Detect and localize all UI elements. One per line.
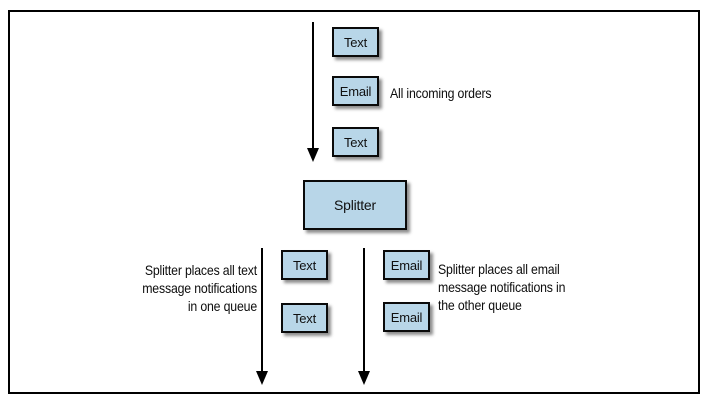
incoming-message-box-text-2: Text (332, 127, 379, 157)
caption-line: message notifications in (438, 279, 566, 295)
caption-line: Splitter places all text (144, 262, 257, 278)
email-queue-message-box-2: Email (383, 302, 430, 332)
text-queue-message-box-2: Text (281, 303, 328, 333)
caption-line: the other queue (438, 297, 522, 313)
email-queue-caption: Splitter places all email message notifi… (438, 260, 592, 314)
down-arrow-icon (256, 371, 268, 385)
incoming-flow-arrow (307, 22, 319, 162)
down-arrow-icon (358, 371, 370, 385)
splitter-box: Splitter (303, 180, 407, 230)
incoming-flow-caption: All incoming orders (390, 85, 492, 101)
incoming-message-box-text-1: Text (332, 27, 379, 57)
arrow-shaft (363, 248, 365, 374)
caption-line: in one queue (187, 298, 257, 314)
arrow-shaft (261, 248, 263, 374)
caption-line: message notifications (142, 280, 257, 296)
email-queue-message-box-1: Email (383, 250, 430, 280)
down-arrow-icon (307, 148, 319, 162)
arrow-shaft (312, 22, 314, 151)
incoming-message-box-email: Email (332, 76, 379, 106)
caption-line: Splitter places all email (438, 261, 560, 277)
text-queue-message-box-1: Text (281, 250, 328, 280)
text-queue-arrow (256, 248, 268, 385)
figure-border (8, 10, 700, 394)
email-queue-arrow (358, 248, 370, 385)
text-queue-caption: Splitter places all text message notific… (116, 261, 257, 315)
